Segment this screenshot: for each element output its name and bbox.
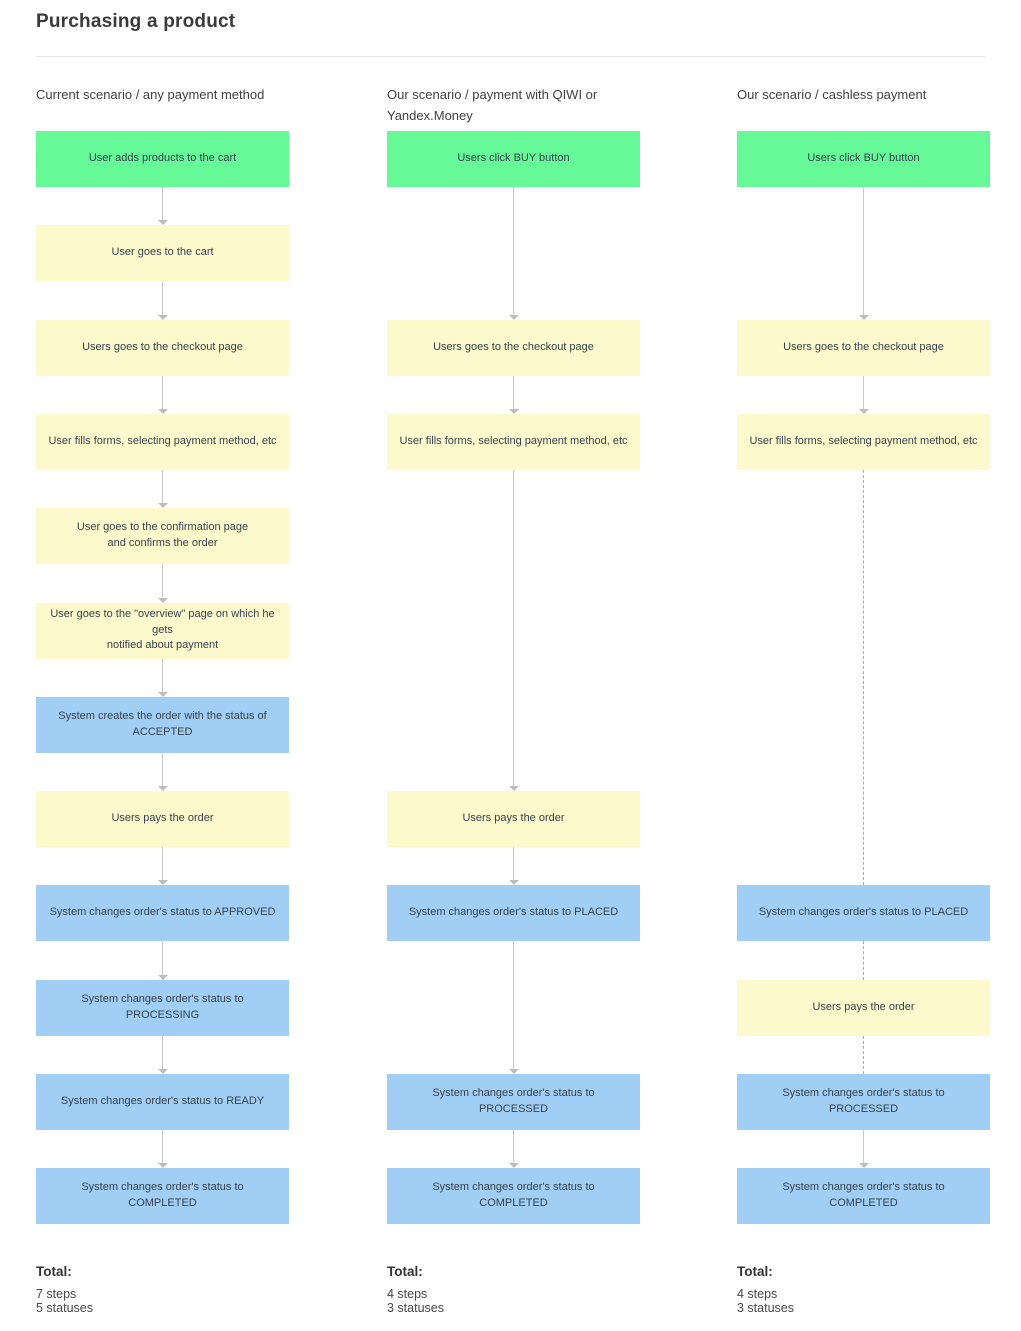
flow-connector-solid bbox=[513, 847, 514, 881]
total-heading: Total: bbox=[737, 1264, 773, 1279]
flow-connector-solid bbox=[513, 1130, 514, 1164]
flow-connector-solid bbox=[162, 658, 163, 692]
arrow-down-icon bbox=[508, 1069, 519, 1074]
flow-node-step: Users pays the order bbox=[387, 791, 640, 848]
flow-node-step: User fills forms, selecting payment meth… bbox=[387, 413, 640, 470]
flow-connector-solid bbox=[513, 187, 514, 315]
flow-connector-dashed bbox=[863, 469, 864, 886]
flow-connector-solid bbox=[162, 1130, 163, 1164]
flow-connector-dashed bbox=[863, 941, 864, 980]
arrow-down-icon bbox=[508, 880, 519, 886]
arrow-down-icon bbox=[157, 408, 168, 414]
flow-node-step: Users goes to the checkout page bbox=[737, 319, 990, 376]
flow-connector-solid bbox=[863, 187, 864, 315]
flow-connector-solid bbox=[513, 375, 514, 409]
flow-node-status: System changes order's status to APPROVE… bbox=[36, 885, 289, 942]
flow-connector-solid bbox=[162, 375, 163, 409]
flow-node-start: Users click BUY button bbox=[387, 131, 640, 187]
total-counts: 4 steps 3 statuses bbox=[737, 1287, 794, 1315]
flow-node-status: System changes order's status to COMPLET… bbox=[387, 1168, 640, 1225]
flow-node-step: User goes to the cart bbox=[36, 225, 289, 282]
total-counts: 7 steps 5 statuses bbox=[36, 1287, 93, 1315]
flow-node-status: System changes order's status to COMPLET… bbox=[737, 1168, 990, 1225]
arrow-down-icon bbox=[157, 691, 168, 697]
page-title: Purchasing a product bbox=[36, 11, 236, 32]
arrow-down-icon bbox=[157, 314, 168, 320]
flow-node-status: System changes order's status to PLACED bbox=[737, 885, 990, 942]
flow-node-step: User goes to the confirmation page and c… bbox=[36, 508, 289, 565]
flow-node-status: System changes order's status to PROCESS… bbox=[36, 979, 289, 1036]
flow-node-start: Users click BUY button bbox=[737, 131, 990, 187]
flow-connector-solid bbox=[162, 1035, 163, 1069]
arrow-down-icon bbox=[157, 1163, 168, 1169]
arrow-down-icon bbox=[157, 880, 168, 886]
flow-node-status: System changes order's status to PLACED bbox=[387, 885, 640, 942]
flow-connector-solid bbox=[162, 281, 163, 315]
arrow-down-icon bbox=[508, 314, 519, 320]
arrow-down-icon bbox=[858, 408, 869, 414]
arrow-down-icon bbox=[157, 597, 168, 603]
flow-connector-solid bbox=[162, 564, 163, 598]
flow-node-status: System changes order's status to PROCESS… bbox=[737, 1074, 990, 1130]
arrow-down-icon bbox=[508, 408, 519, 414]
column-header-cashless-scenario: Our scenario / cashless payment bbox=[737, 87, 927, 102]
flow-connector-solid bbox=[162, 847, 163, 881]
column-header-current-scenario: Current scenario / any payment method bbox=[36, 87, 265, 102]
flow-node-status: System changes order's status to READY bbox=[36, 1074, 289, 1130]
flow-node-step: Users pays the order bbox=[737, 979, 990, 1036]
flow-node-start: User adds products to the cart bbox=[36, 131, 289, 187]
arrow-down-icon bbox=[858, 314, 869, 320]
flow-connector-solid bbox=[513, 469, 514, 787]
arrow-down-icon bbox=[858, 1163, 869, 1169]
arrow-down-icon bbox=[508, 786, 519, 792]
total-heading: Total: bbox=[36, 1264, 72, 1279]
total-counts: 4 steps 3 statuses bbox=[387, 1287, 444, 1315]
flow-connector-solid bbox=[162, 941, 163, 975]
flow-node-status: System changes order's status to PROCESS… bbox=[387, 1074, 640, 1130]
flow-node-step: User fills forms, selecting payment meth… bbox=[36, 413, 289, 470]
flow-connector-solid bbox=[162, 469, 163, 504]
flow-node-step: User fills forms, selecting payment meth… bbox=[737, 413, 990, 470]
flow-node-step: Users goes to the checkout page bbox=[387, 319, 640, 376]
flow-connector-solid bbox=[162, 752, 163, 787]
flow-node-status: System changes order's status to COMPLET… bbox=[36, 1168, 289, 1225]
flow-connector-solid bbox=[863, 375, 864, 409]
flow-node-step: Users pays the order bbox=[36, 791, 289, 848]
flow-node-step: User goes to the "overview" page on whic… bbox=[36, 602, 289, 659]
arrow-down-icon bbox=[157, 503, 168, 509]
total-heading: Total: bbox=[387, 1264, 423, 1279]
header-divider bbox=[36, 56, 985, 57]
arrow-down-icon bbox=[157, 786, 168, 792]
flow-connector-solid bbox=[513, 941, 514, 1069]
arrow-down-icon bbox=[157, 974, 168, 980]
flow-connector-solid bbox=[162, 187, 163, 221]
flow-node-status: System creates the order with the status… bbox=[36, 696, 289, 753]
arrow-down-icon bbox=[157, 220, 168, 226]
column-header-qiwi-yandex-scenario: Our scenario / payment with QIWI or Yand… bbox=[387, 87, 598, 123]
arrow-down-icon bbox=[157, 1069, 168, 1074]
flow-node-step: Users goes to the checkout page bbox=[36, 319, 289, 376]
flow-connector-solid bbox=[863, 1130, 864, 1164]
flow-connector-dashed bbox=[863, 1035, 864, 1074]
arrow-down-icon bbox=[508, 1163, 519, 1169]
